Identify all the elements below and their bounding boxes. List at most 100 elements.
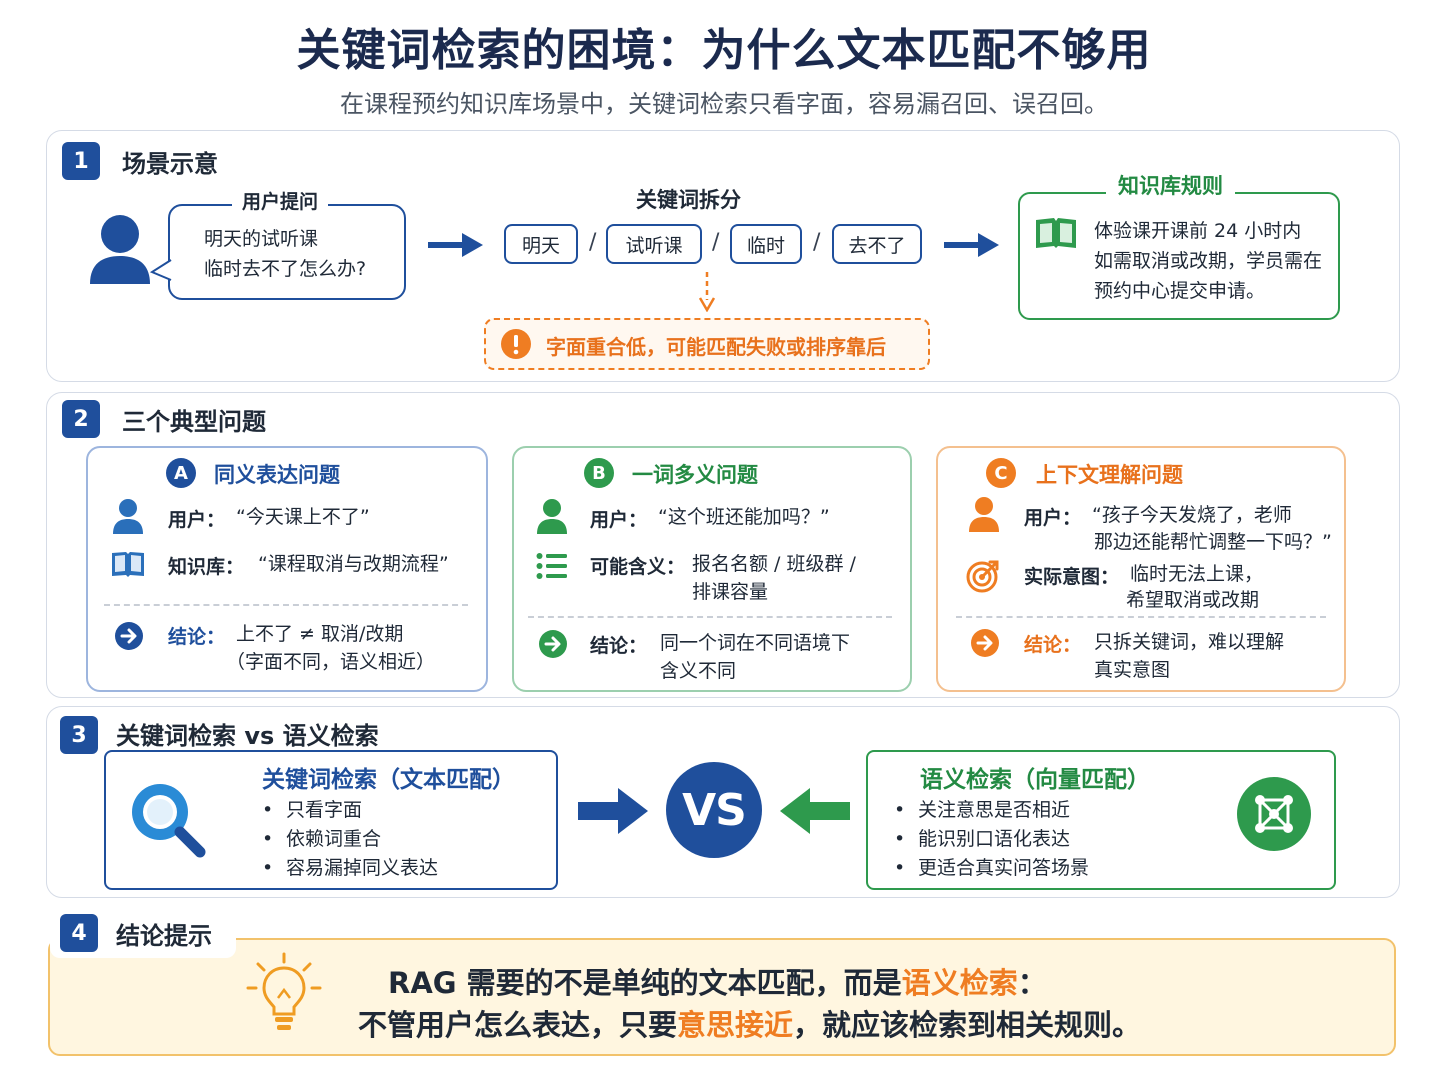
- section-title: 三个典型问题: [122, 408, 266, 436]
- lightbulb-icon: [246, 952, 322, 1030]
- badge-a: A: [166, 458, 196, 488]
- keyword-token: 试听课: [606, 224, 702, 264]
- arrow-right-icon: [944, 233, 999, 257]
- badge-c: C: [986, 458, 1016, 488]
- book-icon: [112, 552, 144, 577]
- card-divider: [956, 616, 1326, 618]
- warning-icon: [501, 329, 531, 359]
- conclusion-label: 结论：: [590, 635, 648, 657]
- network-icon: [1237, 777, 1311, 851]
- section-title: 结论提示: [116, 922, 212, 950]
- section-number: 3: [60, 716, 98, 754]
- user-icon: [90, 215, 150, 284]
- conclusion-text: ：: [1017, 966, 1047, 1000]
- row-text: “今天课上不了”: [236, 506, 370, 528]
- user-question-line: 临时去不了怎么办?: [204, 258, 367, 280]
- arrow-circle-icon: [971, 629, 999, 657]
- conclusion-highlight: 意思接近: [677, 1008, 794, 1042]
- row-text: 希望取消或改期: [1126, 589, 1260, 611]
- list-item: 依赖词重合: [262, 825, 438, 854]
- row-text: 排课容量: [692, 581, 769, 603]
- knowledge-rule-box: 体验课开课前 24 小时内 如需取消或改期，学员需在 预约中心提交申请。: [1018, 192, 1340, 320]
- conclusion-line: 同一个词在不同语境下: [660, 632, 851, 654]
- conclusion-line: 含义不同: [660, 660, 737, 682]
- row-label: 实际意图：: [1024, 566, 1120, 588]
- mismatch-warning: [484, 318, 930, 370]
- arrow-circle-icon: [115, 622, 143, 650]
- card-divider: [528, 616, 892, 618]
- conclusion-label: 结论：: [168, 626, 226, 648]
- user-question-line: 明天的试听课: [204, 228, 319, 250]
- conclusion-line-2: 不管用户怎么表达，只要意思接近，就应该检索到相关规则。: [358, 1002, 1141, 1044]
- conclusion-label: 结论：: [1024, 634, 1082, 656]
- row-text: “这个班还能加吗？”: [658, 506, 830, 528]
- list-item: 更适合真实问答场景: [894, 854, 1089, 883]
- section-number: 1: [62, 142, 100, 180]
- user-icon: [537, 499, 567, 534]
- row-label: 知识库：: [168, 556, 245, 578]
- user-question-bubble: 明天的试听课 临时去不了怎么办?: [168, 204, 406, 300]
- keyword-token: 临时: [730, 224, 802, 264]
- user-icon: [113, 499, 143, 534]
- row-text: “课程取消与改期流程”: [258, 553, 449, 575]
- bubble-tail: [150, 259, 172, 281]
- page-subtitle: 在课程预约知识库场景中，关键词检索只看字面，容易漏召回、误召回。: [340, 90, 1108, 118]
- problem-card-polysemy: [512, 446, 912, 692]
- vs-badge: VS: [666, 762, 762, 858]
- user-question-label: 用户提问: [232, 187, 329, 214]
- keyword-split-label: 关键词拆分: [636, 188, 741, 212]
- row-text: 报名名额 / 班级群 /: [692, 553, 856, 575]
- list-item: 关注意思是否相近: [894, 796, 1089, 825]
- card-title: 一词多义问题: [632, 463, 758, 487]
- card-divider: [104, 604, 468, 606]
- row-text: “孩子今天发烧了，老师: [1092, 504, 1292, 526]
- card-title: 上下文理解问题: [1036, 463, 1183, 487]
- card-title: 同义表达问题: [214, 463, 340, 487]
- conclusion-text: RAG 需要的不是单纯的文本匹配，而是: [388, 966, 902, 1000]
- problem-card-synonym: [86, 446, 488, 692]
- conclusion-highlight: 语义检索: [901, 966, 1018, 1000]
- conclusion-line: 上不了 ≠ 取消/改期: [236, 623, 404, 645]
- target-icon: [966, 560, 999, 593]
- row-label: 可能含义：: [590, 556, 686, 578]
- conclusion-line: 只拆关键词，难以理解: [1094, 631, 1285, 653]
- list-item: 能识别口语化表达: [894, 825, 1089, 854]
- book-icon: [1036, 218, 1076, 248]
- knowledge-rule-label: 知识库规则: [1106, 170, 1235, 200]
- list-item: 只看字面: [262, 796, 438, 825]
- keyword-token: 明天: [504, 224, 578, 264]
- keyword-token: 去不了: [832, 224, 922, 264]
- row-label: 用户：: [590, 509, 648, 531]
- keyword-separator: /: [813, 230, 821, 255]
- list-item: 容易漏掉同义表达: [262, 854, 438, 883]
- arrow-left-icon: [780, 788, 850, 834]
- page-title: 关键词检索的困境：为什么文本匹配不够用: [296, 25, 1152, 76]
- conclusion-text: 不管用户怎么表达，只要: [358, 1008, 678, 1042]
- arrow-down-icon: [698, 272, 716, 312]
- warning-text: 字面重合低，可能匹配失败或排序靠后: [546, 335, 886, 359]
- row-label: 用户：: [1024, 507, 1082, 529]
- rule-line: 预约中心提交申请。: [1094, 280, 1266, 302]
- rule-line: 体验课开课前 24 小时内: [1094, 220, 1302, 242]
- keyword-search-list: 只看字面 依赖词重合 容易漏掉同义表达: [262, 796, 438, 883]
- section-title: 关键词检索 vs 语义检索: [116, 722, 379, 750]
- row-text: 临时无法上课，: [1130, 563, 1264, 585]
- rule-line: 如需取消或改期，学员需在: [1094, 250, 1323, 272]
- list-icon: [536, 553, 567, 579]
- keyword-search-title: 关键词检索（文本匹配）: [262, 767, 515, 793]
- conclusion-line: 真实意图: [1094, 659, 1171, 681]
- semantic-search-title: 语义检索（向量匹配）: [920, 767, 1150, 793]
- keyword-separator: /: [712, 230, 720, 255]
- section-number: 2: [62, 400, 100, 438]
- arrow-circle-icon: [539, 630, 567, 658]
- arrow-right-icon: [578, 788, 648, 834]
- conclusion-text: ，就应该检索到相关规则。: [793, 1008, 1142, 1042]
- section-number: 4: [60, 914, 98, 952]
- row-label: 用户：: [168, 509, 226, 531]
- badge-b: B: [584, 458, 614, 488]
- conclusion-line: （字面不同，语义相近）: [226, 651, 436, 673]
- semantic-search-list: 关注意思是否相近 能识别口语化表达 更适合真实问答场景: [894, 796, 1089, 883]
- conclusion-line-1: RAG 需要的不是单纯的文本匹配，而是语义检索：: [388, 960, 1047, 1002]
- keyword-separator: /: [589, 230, 597, 255]
- user-icon: [969, 497, 999, 532]
